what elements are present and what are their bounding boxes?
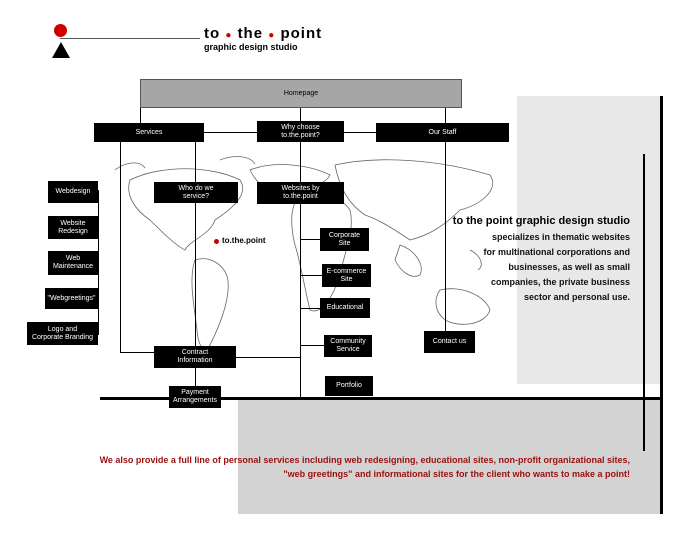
node-contract-information[interactable]: Contract Information [154,346,236,368]
right-inner-rule [643,154,645,451]
description-line-5: sector and personal use. [523,292,630,302]
connector-why-down [300,142,301,182]
footer-line-2: "web greetings" and informational sites … [283,469,630,479]
connector-contract-right [236,357,300,358]
connector-sub-ecommerce [300,275,322,276]
node-portfolio[interactable]: Portfolio [325,376,373,396]
brand-word-to: to [204,25,221,42]
connector-sub-community [300,345,324,346]
connector-sub-corporate [300,239,320,240]
description-line-2: for multinational corporations and [483,247,630,257]
connector-websites-down [300,204,301,399]
right-thick-rule [660,96,663,514]
connector-sub-educational [300,308,320,309]
node-payment-arrangements[interactable]: Payment Arrangements [169,386,221,408]
brand-word-point: point [280,25,323,42]
footer-line-1: We also provide a full line of personal … [99,455,630,465]
bottom-gray-panel [238,398,663,514]
node-website-redesign[interactable]: Website Redesign [48,216,98,239]
brand-title: to ● the ● point [204,25,322,42]
node-websites-by[interactable]: Websites by to.the.point [257,182,344,204]
connector-services-down [195,142,196,182]
node-community-service[interactable]: Community Service [324,335,372,357]
node-services[interactable]: Services [94,123,204,142]
node-webgreetings[interactable]: "Webgreetings" [45,288,98,309]
logo-triangle-icon [52,42,70,58]
connector-staff-down [445,142,446,332]
connector-contract-horizontal [120,352,154,353]
bottom-thick-rule [100,397,663,400]
brand-subtitle: graphic design studio [204,42,298,52]
node-corporate-site[interactable]: Corporate Site [320,228,369,251]
node-webdesign[interactable]: Webdesign [48,181,98,203]
description-line-3: businesses, as well as small [508,262,630,272]
logo-red-dot-icon [54,24,67,37]
node-logo-branding[interactable]: Logo and Corporate Branding [27,322,98,345]
node-homepage[interactable]: Homepage [140,79,462,108]
connector-who-down [195,202,196,347]
description-line-4: companies, the private business [490,277,630,287]
brand-word-the: the [237,25,264,42]
brand-dot-2: ● [268,30,276,41]
map-pin-icon [214,239,219,244]
map-marker-label: to.the.point [222,236,266,245]
node-educational[interactable]: Educational [320,298,370,318]
connector-home-why [300,108,301,123]
description-line-1: specializes in thematic websites [491,232,630,242]
node-web-maintenance[interactable]: Web Maintenance [48,251,98,275]
connector-left-vertical [98,190,99,335]
right-gray-panel [517,96,663,384]
node-who-do-we-service[interactable]: Who do we service? [154,182,238,203]
brand-dot-1: ● [225,30,233,41]
node-ecommerce-site[interactable]: E-commerce Site [322,264,371,287]
connector-contract-payment [195,368,196,386]
connector-home-staff [445,108,446,123]
description-heading: to the point graphic design studio [452,215,630,227]
connector-services-vertical [120,142,121,352]
node-contact-us[interactable]: Contact us [424,331,475,353]
connector-home-services [140,108,141,123]
logo-rule [60,38,200,39]
node-our-staff[interactable]: Our Staff [376,123,509,142]
node-why-choose[interactable]: Why choose to.the.point? [257,121,344,142]
